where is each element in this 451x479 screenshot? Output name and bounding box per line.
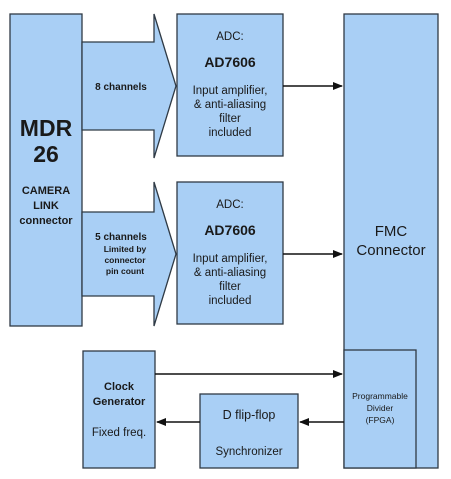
arrow-top-label: 8 channels (95, 82, 147, 93)
mdr-title-2: 26 (33, 141, 59, 167)
programmable-divider-block (343, 349, 417, 469)
adc-top-line1: Input amplifier, (193, 85, 268, 97)
fmc-label-1: FMC (375, 223, 408, 240)
mdr-sub-2: LINK (33, 200, 59, 212)
divider-label-3: (FPGA) (366, 415, 395, 425)
dff-subtitle: Synchronizer (215, 446, 282, 458)
adc-top-line3: filter (219, 113, 241, 125)
adc-bottom-line1: Input amplifier, (193, 253, 268, 265)
arrow-bottom-label-4: pin count (106, 266, 144, 276)
mdr-title-1: MDR (20, 115, 73, 141)
adc-bottom-heading: ADC: (216, 199, 243, 211)
divider-label-1: Programmable (352, 391, 408, 401)
adc-top-line4: included (209, 127, 252, 139)
mdr-sub-3: connector (19, 215, 73, 227)
adc-bottom-line2: & anti-aliasing (194, 267, 266, 279)
divider-label-2: Divider (367, 403, 394, 413)
arrow-bottom-label-2: Limited by (104, 244, 147, 254)
dff-title: D flip-flop (223, 408, 276, 422)
mdr-sub-1: CAMERA (22, 185, 70, 197)
clock-label-1: Clock (104, 381, 135, 393)
adc-bottom-block (176, 181, 284, 325)
adc-top-block (176, 13, 284, 157)
adc-top-chip: AD7606 (204, 54, 256, 70)
adc-top-line2: & anti-aliasing (194, 99, 266, 111)
clock-generator-block (82, 350, 156, 469)
adc-bottom-chip: AD7606 (204, 222, 256, 238)
adc-bottom-line4: included (209, 295, 252, 307)
arrow-8-channels (81, 13, 177, 159)
fmc-label-2: Connector (356, 242, 425, 259)
adc-bottom-line3: filter (219, 281, 241, 293)
adc-top-heading: ADC: (216, 31, 243, 43)
mdr26-block (9, 13, 83, 327)
d-flip-flop-block (199, 393, 299, 469)
arrow-bottom-label-3: connector (104, 255, 146, 265)
arrow-bottom-label-1: 5 channels (95, 232, 147, 243)
clock-label-2: Generator (93, 396, 146, 408)
arrow-5-channels (81, 181, 177, 327)
clock-label-3: Fixed freq. (92, 427, 146, 439)
